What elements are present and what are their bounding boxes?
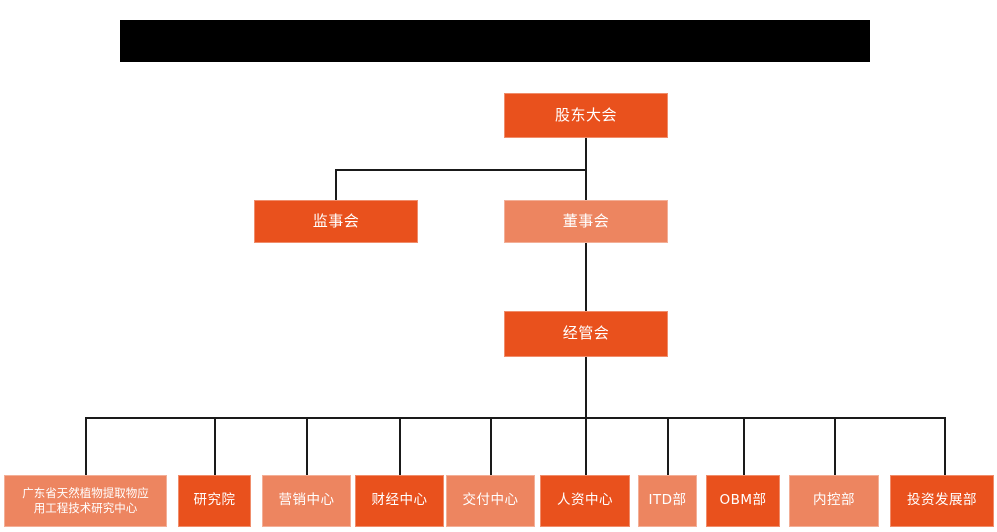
node-label: 经管会 <box>562 324 610 343</box>
node-label: 股东大会 <box>554 105 617 124</box>
node-label: 研究院 <box>193 492 236 509</box>
node-hr-center[interactable]: 人资中心 <box>540 475 630 527</box>
connector-to-investment-development-dept <box>944 417 946 475</box>
node-research-institute[interactable]: 研究院 <box>178 475 251 527</box>
connector-to-itd-dept <box>667 417 669 475</box>
connector-to-research-institute <box>214 417 216 475</box>
connector-to-engineering-center <box>85 417 87 475</box>
node-label: OBM部 <box>719 492 767 509</box>
node-shareholders-meeting[interactable]: 股东大会 <box>504 93 668 138</box>
connector-directors-to-management <box>585 243 587 311</box>
node-internal-control-dept[interactable]: 内控部 <box>789 475 879 527</box>
node-label: 财经中心 <box>371 492 428 509</box>
connector-to-hr-center <box>585 417 587 475</box>
node-obm-dept[interactable]: OBM部 <box>706 475 780 527</box>
connector-management-stem <box>585 357 587 418</box>
node-board-of-supervisors[interactable]: 监事会 <box>254 200 418 243</box>
connector-to-finance-center <box>399 417 401 475</box>
connector-to-board-of-supervisors <box>335 169 337 200</box>
connector-to-obm-dept <box>743 417 745 475</box>
node-management-committee[interactable]: 经管会 <box>504 311 668 357</box>
node-board-of-directors[interactable]: 董事会 <box>504 200 668 243</box>
connector-to-marketing-center <box>306 417 308 475</box>
connector-to-internal-control-dept <box>834 417 836 475</box>
connector-shareholders-stem <box>585 138 587 200</box>
node-label: 投资发展部 <box>907 492 977 509</box>
node-label: ITD部 <box>648 492 687 509</box>
node-finance-center[interactable]: 财经中心 <box>355 475 444 527</box>
node-label: 内控部 <box>813 492 855 509</box>
connector-to-delivery-center <box>490 417 492 475</box>
node-marketing-center[interactable]: 营销中心 <box>262 475 351 527</box>
node-delivery-center[interactable]: 交付中心 <box>446 475 535 527</box>
node-label: 董事会 <box>562 211 610 230</box>
node-label: 监事会 <box>312 211 360 230</box>
redacted-title-banner <box>120 20 870 62</box>
node-engineering-center[interactable]: 广东省天然植物提取物应 用工程技术研究中心 <box>4 475 167 527</box>
node-label: 营销中心 <box>278 492 335 509</box>
node-label: 广东省天然植物提取物应 用工程技术研究中心 <box>22 486 149 515</box>
node-itd-dept[interactable]: ITD部 <box>638 475 697 527</box>
node-label: 交付中心 <box>462 492 519 509</box>
node-label: 人资中心 <box>557 492 613 509</box>
connector-level2-bus <box>336 169 586 171</box>
node-investment-development-dept[interactable]: 投资发展部 <box>890 475 994 527</box>
connector-departments-bus <box>86 417 945 419</box>
